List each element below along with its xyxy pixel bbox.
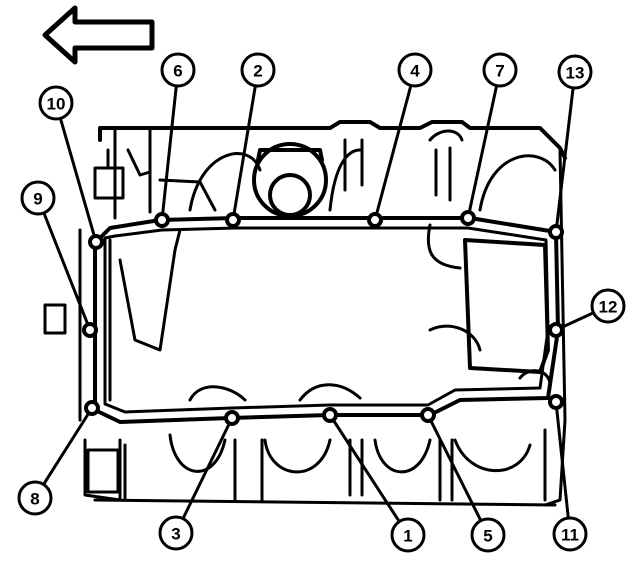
callout-circle-2 — [240, 52, 276, 88]
leader-line-13 — [554, 87, 575, 233]
callout-label-8: 8 — [30, 490, 39, 509]
callout-circle-1 — [390, 517, 426, 553]
callout-label-13: 13 — [566, 64, 585, 83]
leader-line-9 — [42, 212, 92, 331]
front-direction-arrow-icon — [42, 5, 155, 65]
bolt-head-4 — [367, 212, 383, 228]
leader-line-2 — [231, 85, 257, 221]
callout-label-4: 4 — [410, 62, 420, 81]
callout-circle-6 — [160, 52, 196, 88]
callout-circle-7 — [482, 52, 518, 88]
leader-line-8 — [42, 407, 94, 486]
callout-label-10: 10 — [47, 95, 66, 114]
leader-line-3 — [181, 417, 234, 520]
bolt-head-13 — [548, 224, 564, 240]
callout-label-9: 9 — [33, 190, 42, 209]
callout-circle-11 — [552, 516, 588, 552]
bolt-head-8 — [84, 400, 100, 416]
callout-circle-13 — [557, 54, 593, 90]
callout-label-3: 3 — [171, 525, 180, 544]
callout-circle-4 — [397, 52, 433, 88]
callout-circle-12 — [590, 288, 626, 324]
bolt-head-2 — [225, 212, 241, 228]
leader-line-11 — [554, 401, 570, 519]
leader-line-10 — [58, 117, 98, 243]
callout-label-6: 6 — [173, 62, 182, 81]
callout-circle-9 — [20, 180, 56, 216]
bolt-head-12 — [548, 322, 564, 338]
bolt-head-10 — [88, 234, 104, 250]
bolt-head-7 — [460, 210, 476, 226]
bolt-head-11 — [548, 394, 564, 410]
callout-circle-5 — [470, 517, 506, 553]
leader-line-4 — [373, 85, 413, 221]
leader-line-7 — [466, 85, 499, 219]
bolt-head-9 — [82, 322, 98, 338]
callout-label-11: 11 — [561, 526, 579, 545]
callout-circle-8 — [17, 480, 53, 516]
bolt-head-5 — [420, 407, 436, 423]
callout-label-1: 1 — [403, 527, 412, 546]
callout-circle-3 — [158, 515, 194, 551]
callout-circle-10 — [38, 85, 74, 121]
leader-line-1 — [328, 414, 401, 523]
callout-label-7: 7 — [495, 62, 504, 81]
bolt-head-1 — [322, 407, 338, 423]
oil-pan-gasket-perimeter — [93, 216, 560, 424]
bolt-head-3 — [224, 410, 240, 426]
leader-line-6 — [160, 85, 178, 221]
callout-label-5: 5 — [483, 527, 492, 546]
callout-label-12: 12 — [599, 298, 618, 317]
callout-label-2: 2 — [253, 62, 262, 81]
engine-block-outline — [43, 120, 567, 507]
leader-line-5 — [426, 414, 483, 522]
bolt-head-6 — [154, 212, 170, 228]
